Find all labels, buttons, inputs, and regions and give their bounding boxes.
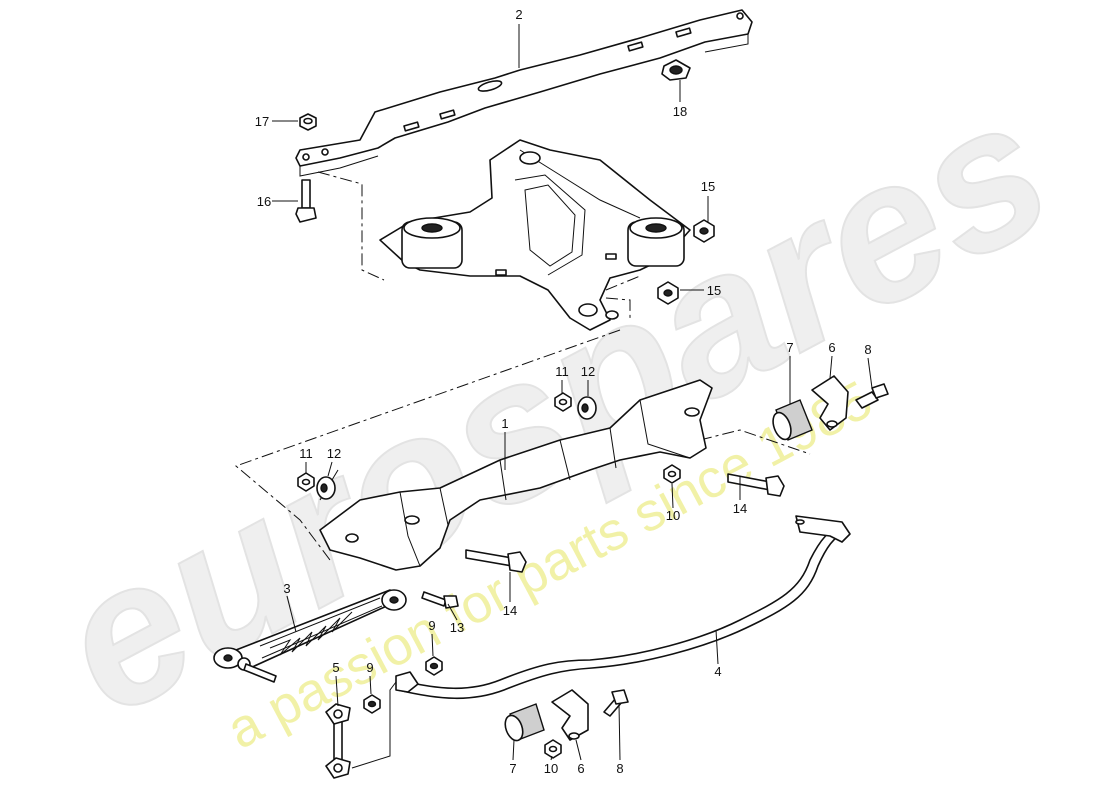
drop-link-part [325,681,397,779]
nut-link-end-part [425,656,443,676]
nut-part [299,113,317,131]
bolt-short-upper-part [855,383,889,409]
nut-upper-right-part [554,392,572,412]
callout-2: 2 [515,7,522,22]
callout-14-left: 14 [503,603,517,618]
callout-3: 3 [283,581,290,596]
bolt-part [295,179,317,223]
callout-8-lower: 8 [616,761,623,776]
callout-11-lower: 11 [299,446,313,461]
clamp-upper-part [811,375,849,431]
nut-drop-link-part [363,694,381,714]
bolt-short-lower-part [603,689,629,717]
cross-member-part [295,9,753,177]
callout-labels: 2 18 17 16 15 15 7 6 8 11 12 11 12 1 10 … [255,7,872,776]
washer-left-part [316,476,336,500]
lock-nut-lower-part [657,281,679,305]
bushing-upper-part [772,399,813,441]
leader-lines [272,24,873,761]
callout-14-right: 14 [733,501,747,516]
callout-4: 4 [714,664,721,679]
callout-12-upper: 12 [581,364,595,379]
bushing-lower-part [504,703,545,742]
bolt-link-part [421,591,459,609]
callout-10-upper: 10 [666,508,680,523]
callout-8-upper: 8 [864,342,871,357]
callout-6-lower: 6 [577,761,584,776]
callout-1: 1 [501,416,508,431]
callout-13: 13 [450,620,464,635]
washer-right-part [577,396,597,420]
callout-15-upper: 15 [701,179,715,194]
callout-9-upper: 9 [428,618,435,633]
callout-18: 18 [673,104,687,119]
callout-6-upper: 6 [828,340,835,355]
rubber-stop-part [661,59,691,81]
callout-15-lower: 15 [707,283,721,298]
nut-center-part [663,464,681,484]
callout-16: 16 [257,194,271,209]
nut-bottom-part [544,739,562,759]
nut-left-part [297,472,315,492]
callout-11-upper: 11 [555,364,569,379]
callout-10-lower: 10 [544,761,558,776]
trailing-link-part [213,589,407,683]
bolt-long-right-part [727,473,785,497]
callout-12-lower: 12 [327,446,341,461]
subframe-part [379,139,691,331]
callout-7-lower: 7 [509,761,516,776]
callout-7-upper: 7 [786,340,793,355]
lock-nut-upper-part [693,219,715,243]
bolt-long-left-part [465,549,527,573]
callout-17: 17 [255,114,269,129]
axle-beam-part [319,379,713,571]
clamp-lower-part [551,689,589,741]
callout-9-lower: 9 [366,660,373,675]
stabilizer-bar-part [395,515,851,700]
callout-5: 5 [332,660,339,675]
